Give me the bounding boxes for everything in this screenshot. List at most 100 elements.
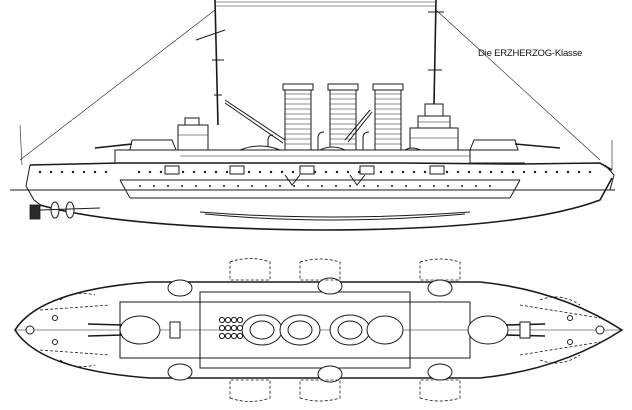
bilge-keel — [199, 211, 471, 218]
porthole — [279, 185, 281, 187]
grid-cell — [230, 332, 238, 340]
porthole — [237, 185, 239, 187]
plan-view — [14, 258, 624, 402]
porthole — [153, 185, 155, 187]
porthole — [60, 170, 64, 174]
porthole — [467, 170, 471, 174]
porthole — [82, 170, 86, 174]
porthole — [265, 185, 267, 187]
porthole — [38, 170, 42, 174]
porthole — [137, 170, 141, 174]
plan-funnel-tops — [241, 314, 404, 346]
porthole — [195, 185, 197, 187]
porthole — [324, 170, 328, 174]
rigging-stays — [19, 9, 613, 170]
funnel-forward — [372, 83, 404, 151]
porthole — [49, 170, 53, 174]
porthole — [489, 185, 491, 187]
sponson — [317, 277, 343, 295]
porthole — [247, 170, 251, 174]
grid-cell — [218, 324, 226, 332]
porthole — [181, 170, 185, 174]
grid-cell — [236, 324, 244, 332]
porthole — [192, 170, 196, 174]
grid-cell — [236, 316, 244, 324]
sponson — [167, 279, 193, 297]
aft-mast — [195, 0, 226, 126]
aft-gun-barrel — [94, 143, 133, 149]
funnel-aft — [282, 83, 314, 151]
sponson — [317, 365, 343, 383]
porthole — [533, 170, 537, 174]
porthole — [223, 185, 225, 187]
porthole — [577, 170, 581, 174]
porthole — [566, 170, 570, 174]
porthole — [379, 170, 383, 174]
porthole — [269, 170, 273, 174]
figure-title: Die ERZHERZOG-Klasse — [478, 48, 583, 59]
porthole — [419, 185, 421, 187]
forward-main-turret — [469, 139, 561, 164]
porthole — [433, 185, 435, 187]
ensign-staff — [19, 124, 23, 166]
porthole — [349, 185, 351, 187]
porthole — [71, 170, 75, 174]
porthole — [93, 170, 97, 174]
grid-cell — [236, 332, 244, 340]
porthole — [181, 185, 183, 187]
forward-mast — [428, 0, 444, 105]
forward-gun-barrel — [514, 143, 561, 149]
porthole — [390, 170, 394, 174]
sponson — [427, 363, 453, 381]
porthole — [209, 185, 211, 187]
boat-derricks — [224, 99, 373, 144]
plan-aft-turret — [87, 315, 161, 345]
porthole — [555, 170, 559, 174]
sponson — [167, 363, 193, 381]
porthole — [405, 185, 407, 187]
stern-outline — [25, 164, 43, 207]
hull-bottom-line — [39, 177, 613, 231]
sponson — [427, 279, 453, 297]
grid-cell — [218, 316, 226, 324]
grid-cell — [230, 324, 238, 332]
porthole — [159, 170, 163, 174]
porthole — [489, 170, 493, 174]
porthole — [478, 170, 482, 174]
porthole — [293, 185, 295, 187]
grid-cell — [230, 316, 238, 324]
propeller-and-rudder — [29, 201, 101, 220]
hull-sheer-line — [29, 162, 613, 171]
grid-cell — [224, 316, 232, 324]
casemate-sponsons — [167, 277, 453, 383]
porthole — [412, 170, 416, 174]
porthole — [588, 170, 592, 174]
porthole — [335, 185, 337, 187]
superstructure-deck — [114, 149, 471, 163]
porthole — [475, 185, 477, 187]
porthole — [363, 185, 365, 187]
porthole — [522, 170, 526, 174]
porthole — [321, 185, 323, 187]
porthole — [203, 170, 207, 174]
porthole — [377, 185, 379, 187]
ship-boats — [239, 145, 421, 151]
aft-main-turret — [94, 139, 177, 151]
casemate-guns — [164, 165, 445, 186]
porthole — [447, 185, 449, 187]
deck-fittings — [25, 315, 605, 345]
porthole — [445, 170, 449, 174]
porthole — [346, 170, 350, 174]
grid-cell — [224, 332, 232, 340]
grid-cell — [218, 332, 226, 340]
plan-superstructure — [119, 301, 471, 359]
porthole — [139, 185, 141, 187]
porthole — [280, 170, 284, 174]
grid-cell — [224, 324, 232, 332]
porthole — [258, 170, 262, 174]
porthole — [511, 170, 515, 174]
aft-bridge — [177, 117, 209, 151]
porthole — [104, 170, 108, 174]
